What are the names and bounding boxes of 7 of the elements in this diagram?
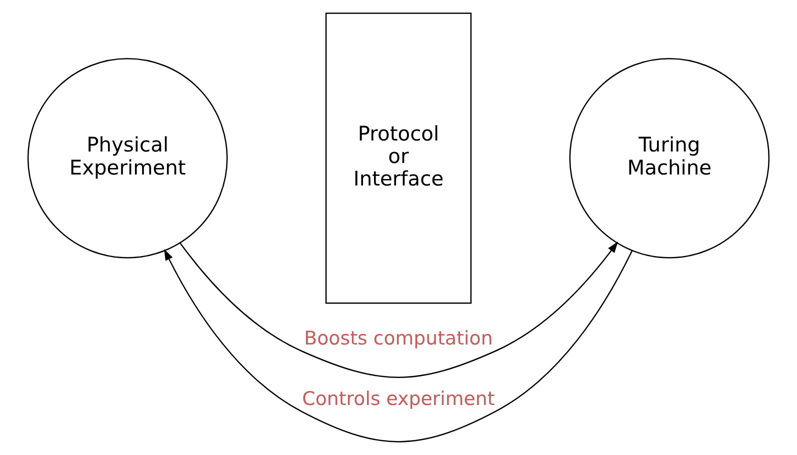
node-circle: Physical Experiment	[27, 58, 228, 258]
edge-label: Boosts computation	[304, 328, 493, 350]
edge-label: Controls experiment	[302, 388, 495, 410]
node-box: Protocol or Interface	[325, 12, 472, 304]
arrow	[164, 248, 633, 442]
node-circle: Turing Machine	[569, 58, 770, 258]
arrow	[180, 241, 618, 378]
